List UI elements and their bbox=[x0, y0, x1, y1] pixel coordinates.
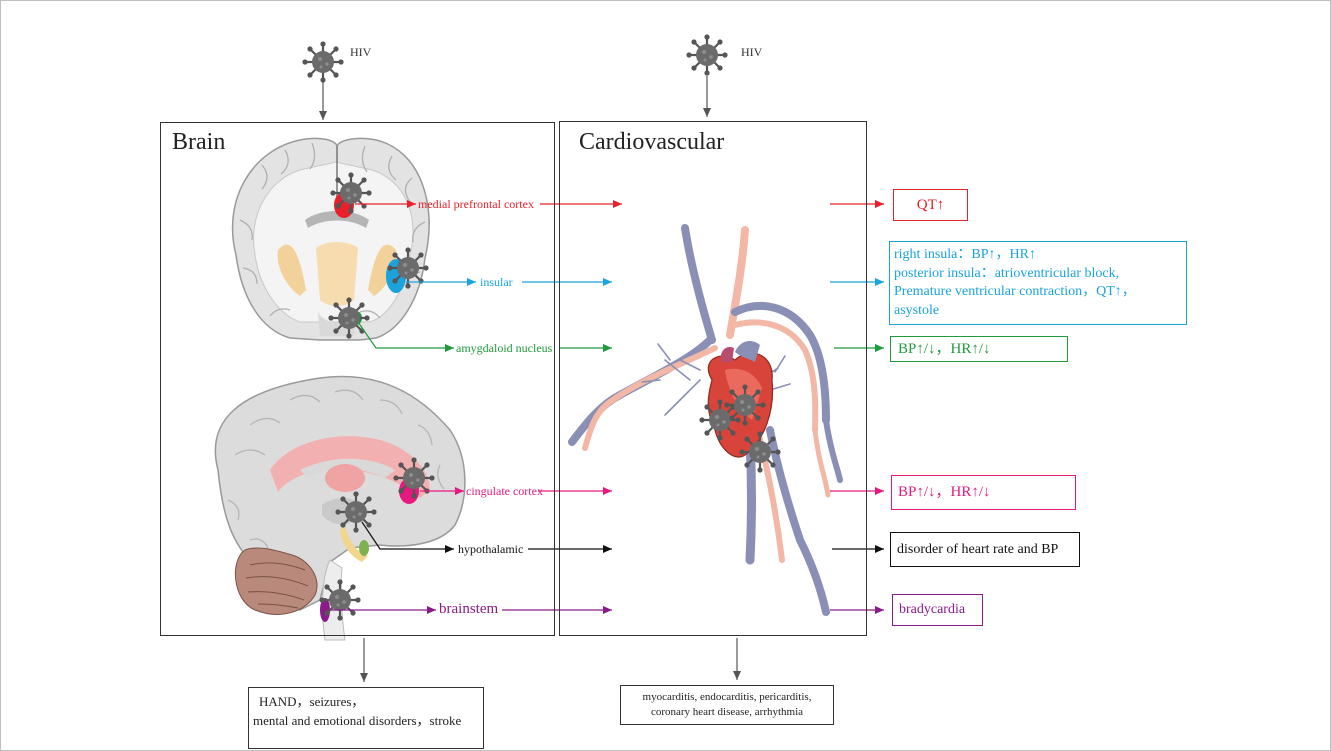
outcome-cardio-line-1: myocarditis, endocarditis, pericarditis, bbox=[621, 690, 833, 705]
effect-box-mpfc: QT↑ bbox=[893, 189, 968, 221]
brain-panel-title: Brain bbox=[172, 129, 225, 156]
effect-insular-line-2: posterior insula：atrioventricular block, bbox=[894, 265, 1186, 284]
effect-mpfc-text: QT↑ bbox=[917, 197, 945, 213]
label-cingulate: cingulate cortex bbox=[466, 484, 543, 499]
effect-hypothalamic-text: disorder of heart rate and BP bbox=[897, 542, 1058, 557]
label-hypothalamic: hypothalamic bbox=[458, 542, 523, 557]
effect-amygdala-text: BP↑/↓，HR↑/↓ bbox=[898, 341, 991, 357]
label-brainstem: brainstem bbox=[439, 601, 498, 618]
label-mpfc: medial prefrontal cortex bbox=[418, 197, 534, 212]
outcome-box-brain: HAND，seizures， mental and emotional diso… bbox=[248, 687, 484, 749]
outcome-brain-line-1: HAND，seizures， bbox=[253, 692, 483, 711]
effect-cingulate-text: BP↑/↓，HR↑/↓ bbox=[898, 484, 991, 500]
effect-box-amygdala: BP↑/↓，HR↑/↓ bbox=[890, 336, 1068, 362]
effect-insular-line-3: Premature ventricular contraction，QT↑， bbox=[894, 283, 1186, 302]
label-insular: insular bbox=[480, 275, 513, 290]
outcome-cardio-line-2: coronary heart disease, arrhythmia bbox=[621, 705, 833, 720]
effect-insular-line-1: right insula：BP↑，HR↑ bbox=[894, 246, 1186, 265]
hiv-label-brain: HIV bbox=[350, 45, 371, 60]
virus-icon-cardio bbox=[686, 34, 727, 75]
effect-insular-line-4: asystole bbox=[894, 302, 1186, 321]
label-amygdala: amygdaloid nucleus bbox=[456, 341, 552, 356]
outcome-brain-line-2: mental and emotional disorders，stroke bbox=[253, 711, 483, 730]
effect-box-insular: right insula：BP↑，HR↑ posterior insula：at… bbox=[889, 241, 1187, 325]
outcome-box-cardio: myocarditis, endocarditis, pericarditis,… bbox=[620, 685, 834, 725]
hiv-label-cardio: HIV bbox=[741, 45, 762, 60]
effect-box-brainstem: bradycardia bbox=[892, 594, 983, 626]
effect-box-cingulate: BP↑/↓，HR↑/↓ bbox=[891, 475, 1076, 510]
cardiovascular-panel-title: Cardiovascular bbox=[579, 129, 724, 156]
effect-box-hypothalamic: disorder of heart rate and BP bbox=[890, 532, 1080, 567]
effect-brainstem-text: bradycardia bbox=[899, 602, 965, 617]
virus-icon-brain bbox=[302, 41, 343, 82]
cardiovascular-panel bbox=[559, 121, 867, 636]
